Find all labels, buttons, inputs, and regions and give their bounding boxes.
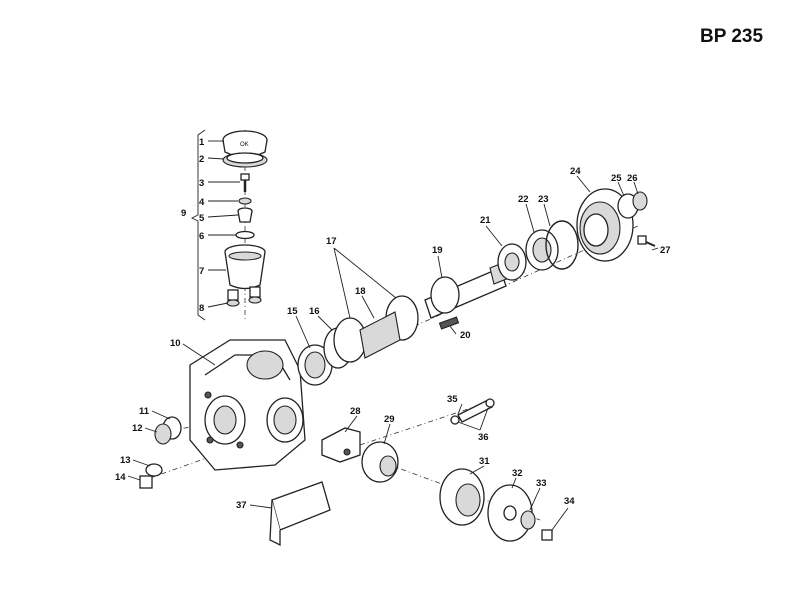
label-19: 19: [432, 245, 443, 256]
label-7: 7: [199, 266, 204, 277]
part-1-cap: OK: [222, 130, 268, 158]
label-21: 21: [480, 215, 491, 226]
group-9-bracket: [190, 129, 206, 321]
label-35: 35: [447, 394, 458, 405]
label-3: 3: [199, 178, 204, 189]
leader-lines: [127, 140, 659, 531]
svg-text:OK: OK: [240, 142, 249, 148]
label-17: 17: [326, 236, 337, 247]
label-5: 5: [199, 213, 205, 224]
part-3-screw: [240, 173, 250, 192]
part-2-ring: [222, 152, 268, 168]
label-6: 6: [199, 231, 204, 242]
part-8-fittings: [226, 286, 262, 307]
shaft-axis: [249, 224, 641, 401]
label-25: 25: [611, 173, 622, 184]
part-labels: 1 2 3 4 5 6 7 8 9 10 11 12 13 14 15 16 1…: [115, 137, 671, 511]
label-22: 22: [518, 194, 529, 205]
part-36-clip-b: [485, 398, 495, 408]
label-10: 10: [170, 338, 181, 349]
label-29: 29: [384, 414, 395, 425]
part-29-cap: [361, 441, 399, 483]
label-32: 32: [512, 468, 523, 479]
part-31-pulley: [439, 468, 485, 526]
part-36-clip-a: [450, 415, 460, 425]
label-4: 4: [199, 197, 205, 208]
label-1: 1: [199, 137, 205, 148]
label-12: 12: [132, 423, 143, 434]
label-9: 9: [181, 208, 186, 219]
part-37-guard: [269, 481, 331, 547]
part-4-washer: [238, 197, 252, 205]
label-36: 36: [478, 432, 489, 443]
part-10-pump-body: [189, 339, 306, 471]
label-31: 31: [479, 456, 490, 467]
part-15-bearing: [297, 344, 333, 386]
part-27-bolt: [637, 235, 656, 247]
part-12-seal: [154, 423, 172, 445]
label-18: 18: [355, 286, 366, 297]
label-33: 33: [536, 478, 547, 489]
part-6-o-ring: [235, 230, 255, 240]
label-34: 34: [564, 496, 575, 507]
pin-axis: [359, 404, 481, 446]
label-14: 14: [115, 472, 126, 483]
part-22-bearing: [525, 229, 559, 271]
diagram-title: BP 235: [700, 26, 764, 47]
label-24: 24: [570, 166, 581, 177]
part-21-flange: [497, 243, 527, 281]
label-26: 26: [627, 173, 638, 184]
label-2: 2: [199, 154, 204, 165]
part-18-sleeve: [359, 311, 401, 359]
label-16: 16: [309, 306, 320, 317]
part-14-bolt: [139, 475, 153, 489]
part-13-plug: [145, 463, 163, 477]
label-8: 8: [199, 303, 204, 314]
part-34-bolt: [541, 529, 553, 541]
part-7-air-chamber: [224, 244, 266, 290]
part-33-washer: [520, 510, 536, 530]
label-13: 13: [120, 455, 131, 466]
label-23: 23: [538, 194, 549, 205]
label-11: 11: [139, 406, 150, 417]
part-23-o-ring: [545, 220, 579, 270]
label-20: 20: [460, 330, 471, 341]
label-28: 28: [350, 406, 361, 417]
part-20-key: [438, 316, 460, 330]
part-28-bracket: [321, 427, 361, 463]
part-17-ring-a: [333, 317, 367, 363]
label-37: 37: [236, 500, 247, 511]
part-26-ring: [632, 191, 648, 211]
label-27: 27: [660, 245, 671, 256]
label-15: 15: [287, 306, 298, 317]
part-32-disc: [487, 484, 533, 542]
part-24-cover: [576, 188, 634, 262]
part-5-valve: [237, 207, 253, 223]
